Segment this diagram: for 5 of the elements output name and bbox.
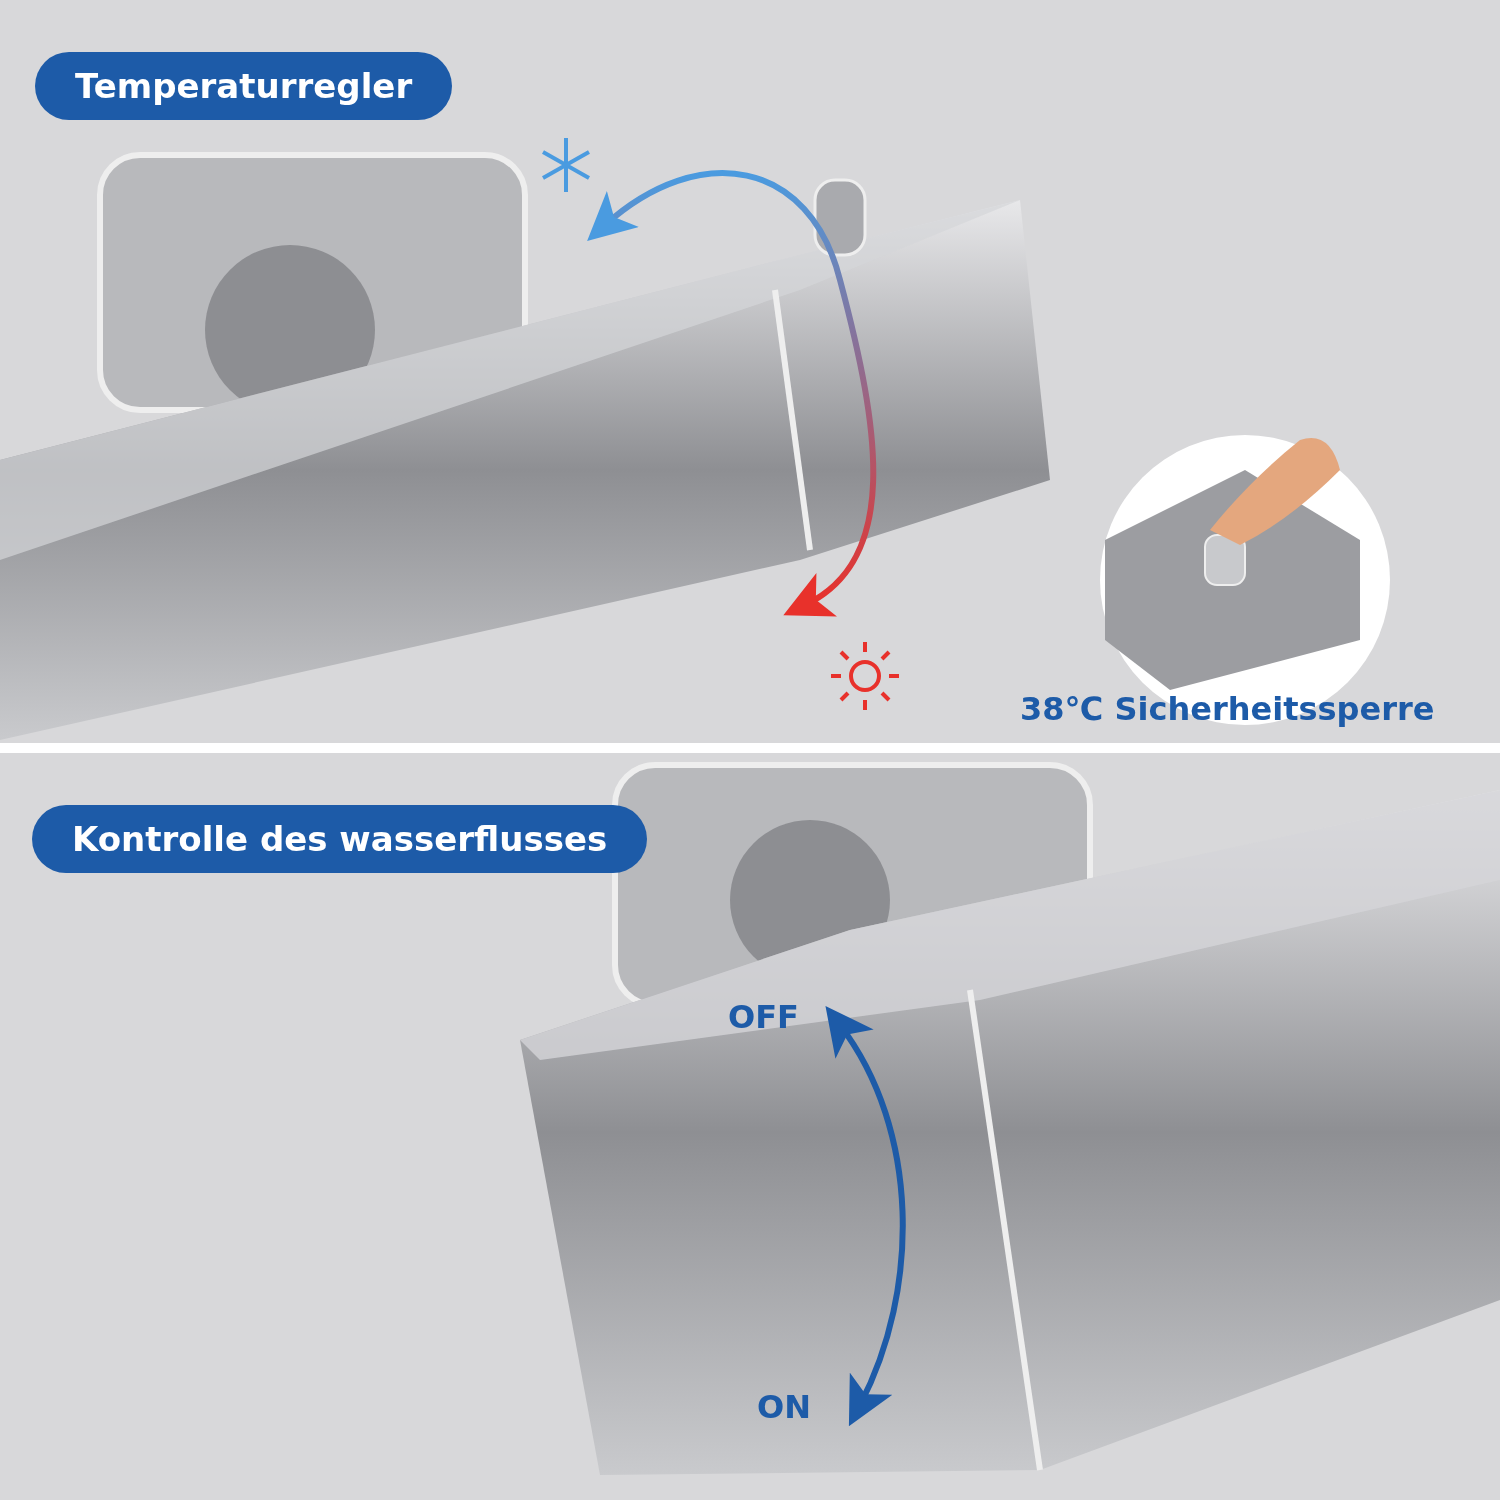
heading-badge: Temperaturregler	[35, 52, 453, 120]
state-label: OFF	[728, 998, 799, 1036]
caption: 38℃ Sicherheitssperre	[1020, 690, 1435, 728]
heading-badge: Kontrolle des wasserflusses	[32, 805, 648, 873]
state-label: ON	[757, 1388, 811, 1426]
